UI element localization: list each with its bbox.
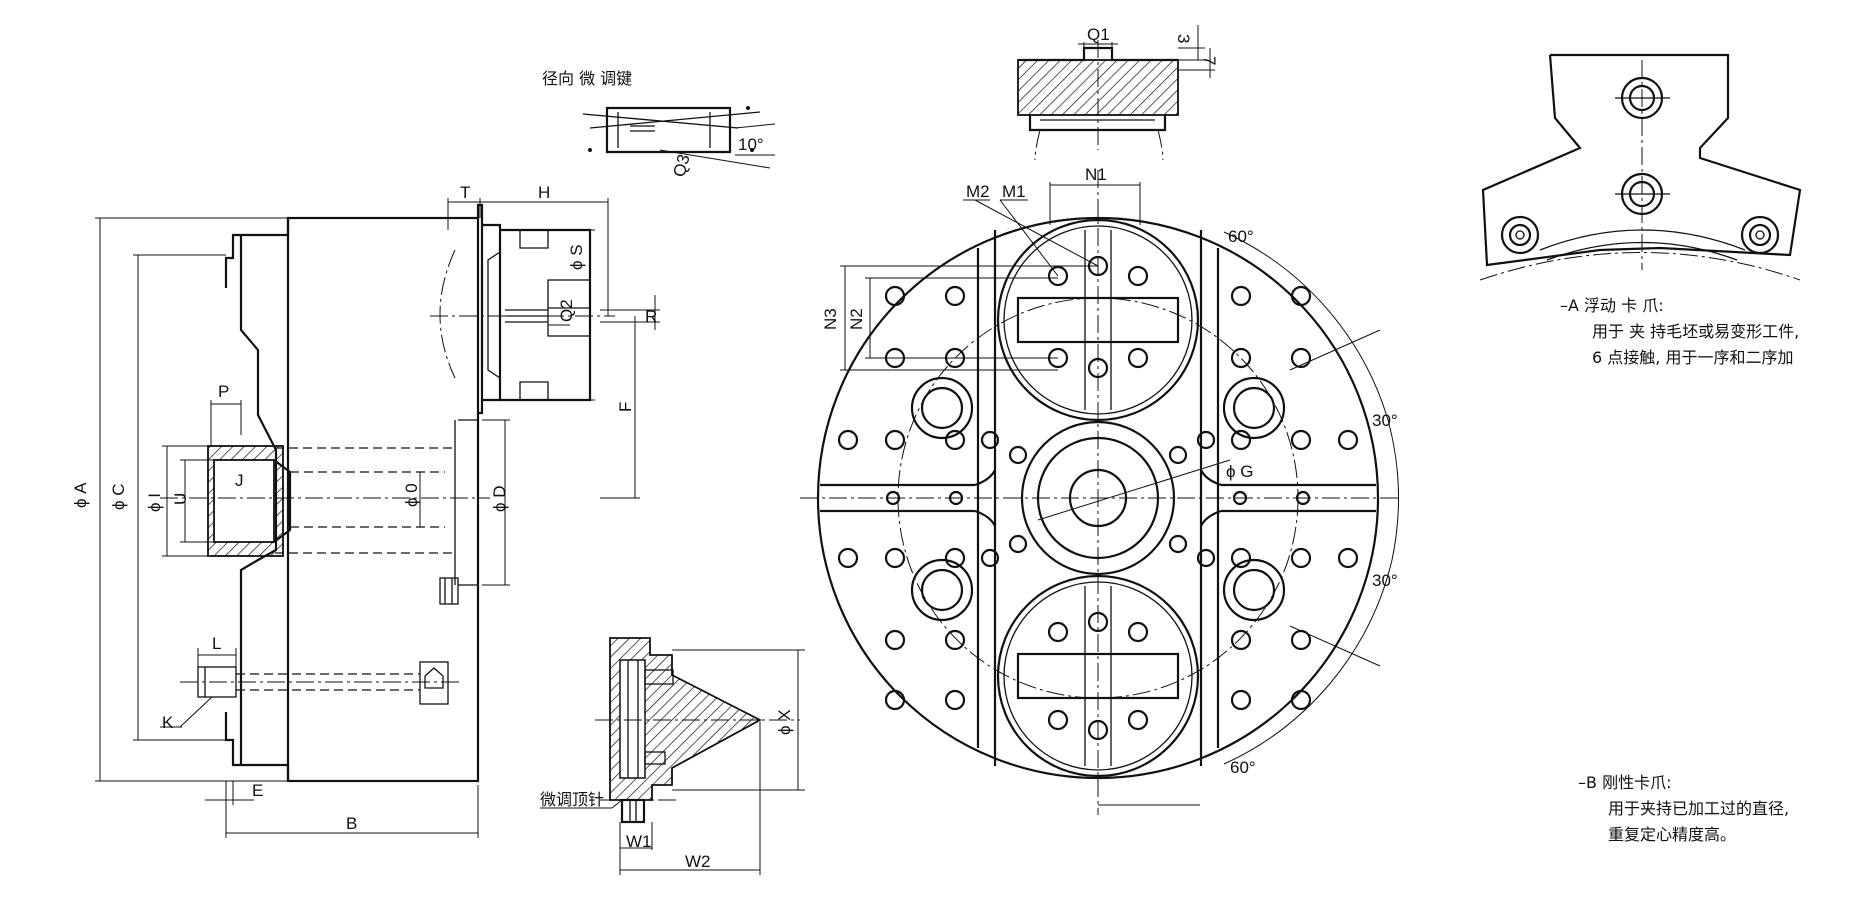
label-t: T (460, 183, 470, 202)
label-7: 7 (1200, 56, 1219, 65)
label-i: I (145, 493, 164, 498)
adjust-pin-detail (540, 637, 805, 875)
svg-text:ϕ D: ϕ D (490, 485, 509, 512)
label-n1: N1 (1085, 165, 1107, 184)
label-a: A (71, 482, 90, 494)
note-b-title: –B 刚性卡爪: (1578, 773, 1672, 792)
svg-text:ϕ 0: ϕ 0 (402, 483, 421, 507)
note-jaw-b: –B 刚性卡爪: 用于夹持已加工过的直径, 重复定心精度高。 (1578, 770, 1789, 848)
label-u: U (171, 493, 190, 505)
note-a-line2: 6 点接触, 用于一序和二序加 (1592, 348, 1794, 367)
label-n2: N2 (847, 308, 866, 330)
label-h: H (538, 183, 550, 202)
jaw-a-detail (1479, 53, 1802, 281)
label-q2: Q2 (557, 299, 576, 322)
bolt-holes (837, 255, 1359, 741)
svg-text:ϕ C: ϕ C (109, 483, 128, 510)
label-w1: W1 (626, 832, 652, 851)
label-s: S (567, 244, 586, 255)
label-60-top: 60° (1228, 227, 1254, 246)
label-phi-d: ϕ (490, 502, 509, 512)
label-p: P (218, 382, 229, 401)
label-q1: Q1 (1087, 25, 1110, 44)
svg-text:ϕ S: ϕ S (567, 244, 586, 270)
label-o: 0 (402, 483, 421, 492)
caption-adjust-pin: 微调顶针 (540, 790, 604, 809)
label-phi-o: ϕ (402, 497, 421, 507)
label-r: R (645, 307, 657, 326)
note-a-title: –A 浮动 卡 爪: (1560, 296, 1664, 315)
label-10deg: 10° (738, 135, 764, 154)
label-30-lower: 30° (1372, 571, 1398, 590)
label-60-bottom: 60° (1230, 758, 1256, 777)
label-b: B (346, 814, 357, 833)
label-phi-i: ϕ (145, 502, 164, 512)
top-jaw-detail (1017, 25, 1215, 161)
label-phi-g: ϕ (1226, 462, 1236, 481)
label-30-upper: 30° (1372, 411, 1398, 430)
note-b-line2: 重复定心精度高。 (1608, 825, 1737, 844)
label-m2: M2 (966, 182, 990, 201)
note-jaw-a: –A 浮动 卡 爪: 用于 夹 持毛坯或易变形工件, 6 点接触, 用于一序和二… (1560, 293, 1799, 371)
label-w2: W2 (685, 852, 711, 871)
label-k: K (162, 713, 174, 732)
svg-text:ϕ G: ϕ G (1226, 462, 1254, 481)
side-view (95, 198, 660, 838)
label-f: F (616, 402, 635, 412)
label-l: L (212, 634, 221, 653)
caption-radial-key: 径向 微 调键 (542, 69, 632, 88)
label-phi-a: ϕ (71, 498, 90, 508)
radial-key-detail (582, 106, 776, 169)
label-e: E (252, 781, 263, 800)
label-phi-x: ϕ (775, 725, 794, 735)
svg-text:ϕ A: ϕ A (71, 482, 90, 508)
label-x: X (775, 709, 794, 720)
label-c: C (109, 483, 128, 495)
label-g: G (1240, 462, 1253, 481)
label-n3: N3 (821, 308, 840, 330)
note-a-line1: 用于 夹 持毛坯或易变形工件, (1592, 322, 1800, 341)
svg-text:ϕ X: ϕ X (775, 709, 794, 735)
label-3: 3 (1174, 34, 1193, 43)
label-phi-c: ϕ (109, 500, 128, 510)
label-m1: M1 (1002, 182, 1026, 201)
label-j: J (235, 471, 244, 490)
label-q3: Q3 (670, 152, 694, 179)
svg-text:ϕ I: ϕ I (145, 493, 164, 512)
note-b-line1: 用于夹持已加工过的直径, (1608, 799, 1790, 818)
label-d: D (490, 485, 509, 497)
label-phi-s: ϕ (567, 260, 586, 270)
front-view (800, 170, 1400, 815)
